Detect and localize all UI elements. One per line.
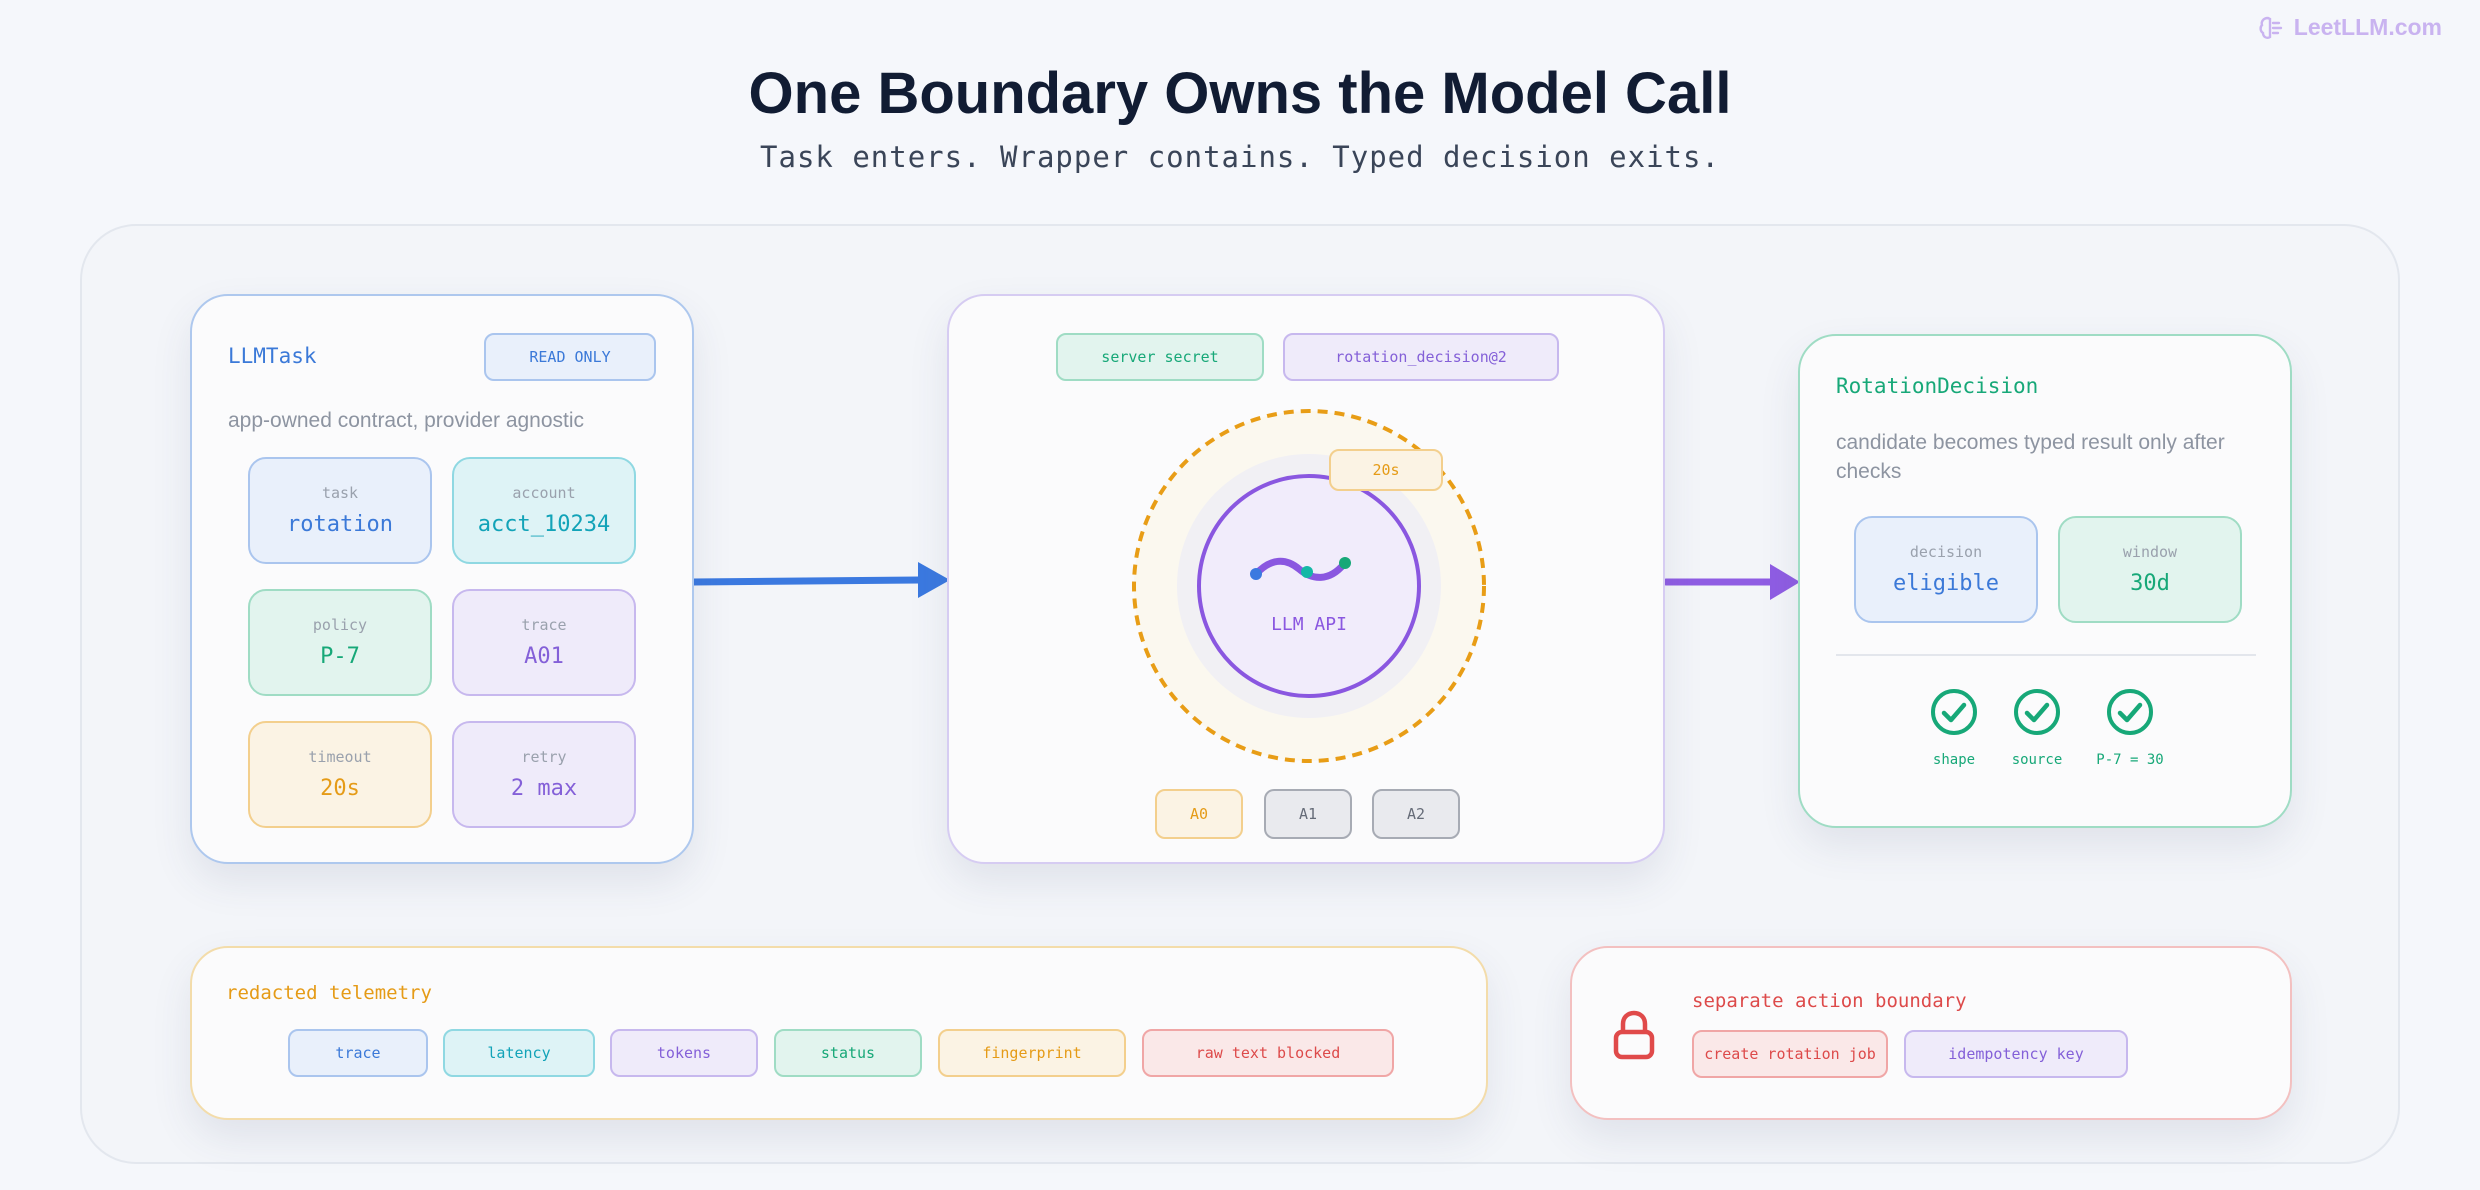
idempotency-key-tag: idempotency key [1904, 1030, 2128, 1078]
check-shape-icon [1931, 689, 1977, 735]
brand-logo[interactable]: LeetLLM.com [2258, 14, 2442, 41]
attempt-a1: A1 [1264, 789, 1352, 839]
field-trace: trace A01 [452, 589, 636, 696]
signal-wave [1252, 557, 1348, 581]
check-source-label: source [2011, 752, 2063, 768]
rotation-decision-card: RotationDecision candidate becomes typed… [1798, 334, 2292, 828]
telemetry-title: redacted telemetry [226, 982, 432, 1004]
page-subtitle: Task enters. Wrapper contains. Typed dec… [760, 140, 1720, 174]
read-only-badge: READ ONLY [484, 333, 656, 381]
wave-dot-end [1339, 557, 1351, 569]
schema-version-tag: rotation_decision@2 [1283, 333, 1559, 381]
arrow-task-to-wrapper [689, 576, 924, 586]
llm-api-label: LLM API [1271, 614, 1347, 635]
wave-dot-mid [1301, 566, 1313, 578]
divider [1836, 654, 2256, 656]
check-policy-icon [2107, 689, 2153, 735]
arrow-head-task [918, 562, 950, 598]
server-secret-tag: server secret [1056, 333, 1264, 381]
telemetry-tag-tokens: tokens [610, 1029, 758, 1077]
brain-icon [2259, 16, 2282, 39]
decision-card-title: RotationDecision [1836, 374, 2039, 398]
attempt-a2: A2 [1372, 789, 1460, 839]
lock-icon [1613, 1010, 1655, 1060]
check-policy-label: P-7 = 30 [2096, 752, 2164, 768]
brand-name: LeetLLM.com [2293, 14, 2442, 40]
field-retry: retry 2 max [452, 721, 636, 828]
task-card-title: LLMTask [228, 344, 317, 368]
arrow-head-decision [1770, 564, 1800, 600]
field-window: window 30d [2058, 516, 2242, 623]
wrapper-card: server secret rotation_decision@2 LLM AP… [947, 294, 1665, 864]
telemetry-tag-fingerprint: fingerprint [938, 1029, 1126, 1077]
telemetry-card: redacted telemetry trace latency tokens … [190, 946, 1488, 1120]
action-boundary-card: separate action boundary create rotation… [1570, 946, 2292, 1120]
llm-api-node [1197, 474, 1421, 698]
field-timeout: timeout 20s [248, 721, 432, 828]
telemetry-tag-raw-text-blocked: raw text blocked [1142, 1029, 1394, 1077]
field-task: task rotation [248, 457, 432, 564]
field-decision: decision eligible [1854, 516, 2038, 623]
create-rotation-job-tag: create rotation job [1692, 1030, 1888, 1078]
telemetry-tag-status: status [774, 1029, 922, 1077]
telemetry-tag-trace: trace [288, 1029, 428, 1077]
field-policy: policy P-7 [248, 589, 432, 696]
page-title: One Boundary Owns the Model Call [748, 61, 1732, 126]
check-shape-label: shape [1932, 752, 1976, 768]
wave-dot-start [1250, 568, 1262, 580]
llm-core-graphic [1132, 409, 1486, 763]
timeout-badge: 20s [1329, 449, 1443, 491]
action-boundary-title: separate action boundary [1692, 990, 1967, 1012]
llm-task-card: LLMTask READ ONLY app-owned contract, pr… [190, 294, 694, 864]
decision-card-description: candidate becomes typed result only afte… [1836, 431, 2225, 483]
telemetry-tag-latency: latency [443, 1029, 595, 1077]
attempt-a0: A0 [1155, 789, 1243, 839]
field-account: account acct_10234 [452, 457, 636, 564]
check-source-icon [2014, 689, 2060, 735]
task-card-description: app-owned contract, provider agnostic [228, 409, 585, 432]
